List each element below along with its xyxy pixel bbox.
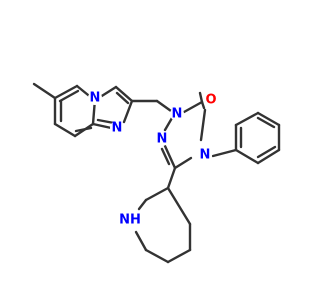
bond-ph-1-2 bbox=[234, 148, 260, 165]
bond-c3-piperidine bbox=[166, 166, 177, 190]
bond-ph-4-5 bbox=[256, 111, 281, 127]
bond-methyl bbox=[32, 82, 57, 100]
bond-pip-3-2 bbox=[144, 186, 170, 202]
bond-c8-c8-double bbox=[74, 126, 93, 133]
bond-c2-n1 bbox=[122, 99, 134, 124]
bond-c3-n2 bbox=[163, 144, 177, 170]
atom-labels: N N N N N O NH bbox=[88, 91, 218, 228]
bond-n4-c3 bbox=[173, 156, 193, 170]
bond-pip-2-n1 bbox=[137, 198, 148, 211]
atom-n-triazole-4: N bbox=[200, 148, 211, 163]
bond-c3-c2-double bbox=[115, 91, 130, 105]
bond-pip-6-5 bbox=[144, 248, 170, 264]
bond-pip-3-c3a bbox=[166, 186, 192, 226]
bond-c3-c2 bbox=[114, 85, 134, 103]
atom-n-triazole-1: N bbox=[172, 107, 183, 122]
bond-ph-5-6 bbox=[234, 111, 260, 127]
bond-c5-o-left bbox=[198, 91, 204, 104]
bond-c6-c5 bbox=[53, 84, 79, 100]
bond-c3-n2-double bbox=[160, 147, 171, 166]
molecule-structure: N N N N N O NH bbox=[32, 82, 281, 264]
bond-n1-c5 bbox=[182, 100, 204, 114]
bond-c5-n4 bbox=[199, 108, 207, 142]
bond-ph-2-3 bbox=[256, 148, 281, 165]
bond-c8-c7 bbox=[53, 122, 77, 138]
bond-pip-n1-6 bbox=[134, 230, 148, 252]
bonds bbox=[32, 82, 281, 264]
atom-nh-piperidine: NH bbox=[119, 213, 141, 228]
atom-n-triazole-2: N bbox=[157, 132, 168, 147]
atom-o-carbonyl: O bbox=[205, 93, 216, 108]
molecule-canvas: N N N N N O NH bbox=[32, 82, 281, 264]
bond-c5-c5-double bbox=[58, 89, 80, 103]
bond-n2-n1 bbox=[163, 116, 174, 132]
atom-n-imidazole: N bbox=[112, 121, 123, 136]
bond-pip-5-4 bbox=[166, 248, 192, 264]
bond-ph-4-5-double bbox=[256, 116, 276, 129]
bond-n4-phenyl bbox=[211, 148, 238, 158]
atom-n-pyridine: N bbox=[90, 91, 101, 106]
bond-ph-2-3-double bbox=[256, 145, 277, 159]
bond-n1-c8a-double bbox=[96, 118, 116, 125]
bond-ch2-n1triazole bbox=[155, 99, 173, 113]
